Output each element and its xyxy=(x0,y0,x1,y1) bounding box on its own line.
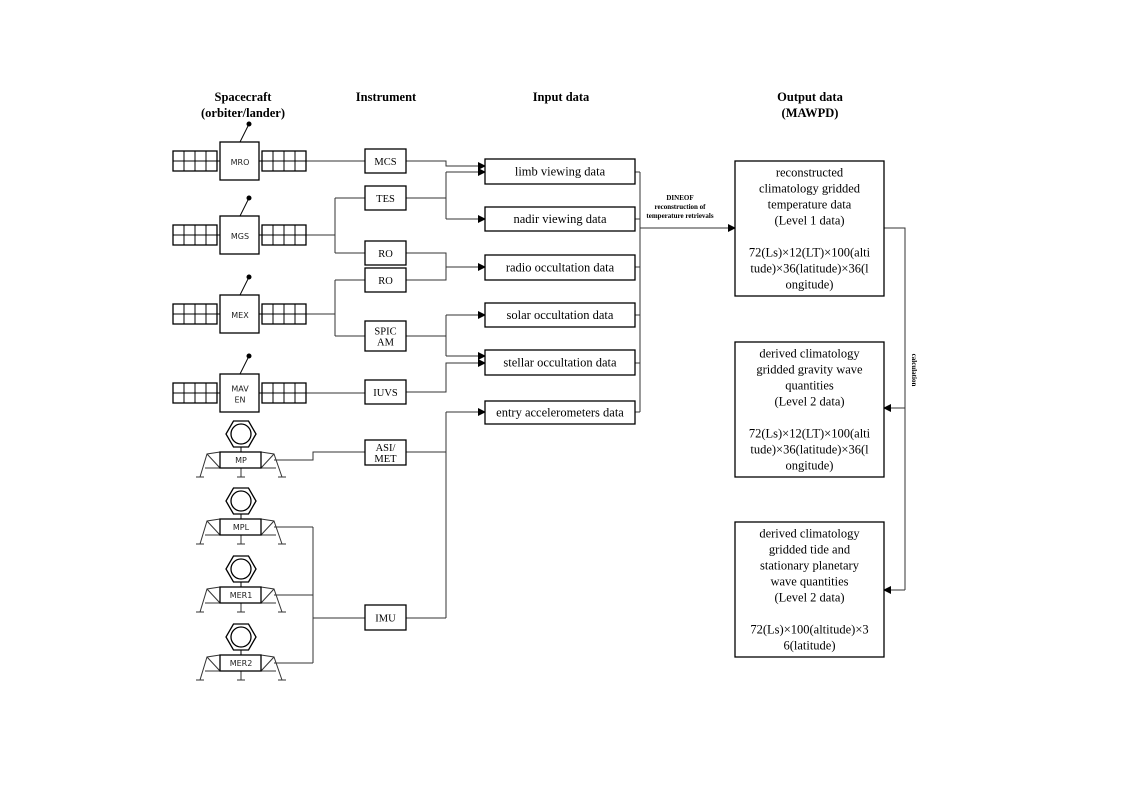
lander-body xyxy=(219,518,262,536)
output-data-box xyxy=(734,521,885,658)
input-data-box xyxy=(484,206,636,232)
output-data-label: climatology gridded xyxy=(759,182,861,196)
instrument-label: IMU xyxy=(375,614,396,625)
spacecraft-label: MPL xyxy=(233,523,250,532)
output-data-label: reconstructed xyxy=(776,166,844,180)
connector-lines xyxy=(274,160,906,664)
header-output-data: Output data xyxy=(777,90,843,104)
output-data-label: temperature data xyxy=(768,198,852,212)
instrument-label: IUVS xyxy=(373,388,398,399)
spacecraft-body xyxy=(219,215,260,255)
antenna-icon xyxy=(239,355,250,375)
input-data-label: limb viewing data xyxy=(515,165,606,179)
instrument-box xyxy=(364,185,407,211)
orbiter-mro xyxy=(172,121,307,181)
input-data-label: stellar occultation data xyxy=(503,356,617,370)
header-input-data: Input data xyxy=(533,90,590,104)
input-data-box xyxy=(484,302,636,328)
instrument-label: RO xyxy=(378,249,393,260)
output-data-label: (Level 1 data) xyxy=(774,214,844,228)
antenna-icon xyxy=(239,197,250,217)
header-output-data-sub: (MAWPD) xyxy=(782,106,839,120)
header-spacecraft-sub: (orbiter/lander) xyxy=(201,106,285,120)
calculation-label: calculation xyxy=(910,354,918,387)
spacecraft-body xyxy=(219,141,260,181)
antenna-icon xyxy=(239,123,250,143)
header-spacecraft: Spacecraft xyxy=(215,90,273,104)
lander-mer2: MER2 xyxy=(196,623,286,681)
orbiter-mgs xyxy=(172,195,307,255)
input-data-box xyxy=(484,400,636,425)
lander-body xyxy=(219,451,262,469)
output-data-label: tude)×36(latitude)×36(l xyxy=(750,443,869,457)
output-data-label: derived climatology xyxy=(759,527,860,541)
instrument-label: ASI/ xyxy=(376,443,396,454)
output-data-label: 72(Ls)×12(LT)×100(alti xyxy=(749,246,871,260)
instrument-label: RO xyxy=(378,276,393,287)
instrument-label: TES xyxy=(376,194,395,205)
instrument-box xyxy=(364,320,407,352)
lander-mpl: MPL xyxy=(196,487,286,545)
dineof-label-1: DINEOF xyxy=(666,194,693,202)
spacecraft-body xyxy=(219,294,260,334)
instrument-box xyxy=(364,604,407,631)
instrument-box xyxy=(364,267,407,293)
spacecraft-label: EN xyxy=(234,396,245,405)
spacecraft-label: MEX xyxy=(231,311,249,320)
output-data-label: 6(latitude) xyxy=(783,639,835,653)
spacecraft-label: MP xyxy=(235,456,247,465)
output-data-box xyxy=(734,341,885,478)
input-data-label: radio occultation data xyxy=(506,261,615,275)
lander-legs-icon xyxy=(196,518,286,545)
output-data-label: quantities xyxy=(785,379,834,393)
instrument-label: AM xyxy=(377,338,395,349)
lander-mp: MP xyxy=(196,420,286,478)
spacecraft-label: MAV xyxy=(231,385,249,394)
instrument-box xyxy=(364,240,407,266)
input-data-label: solar occultation data xyxy=(507,308,614,322)
lander-legs-icon xyxy=(196,654,286,681)
output-data-label: wave quantities xyxy=(770,575,848,589)
lander-legs-icon xyxy=(196,586,286,613)
instrument-box xyxy=(364,439,407,466)
input-data-label: nadir viewing data xyxy=(513,212,606,226)
output-data-label: stationary planetary xyxy=(760,559,860,573)
lander-body xyxy=(219,586,262,604)
input-data-box xyxy=(484,254,636,281)
output-data-label: ongitude) xyxy=(786,278,834,292)
output-data-label: 72(Ls)×100(altitude)×3 xyxy=(750,623,868,637)
spacecraft-label: MER2 xyxy=(230,659,253,668)
lander-legs-icon xyxy=(196,451,286,478)
instrument-box xyxy=(364,148,407,174)
output-data-label: derived climatology xyxy=(759,347,860,361)
output-data-label: tude)×36(latitude)×36(l xyxy=(750,262,869,276)
header-instrument: Instrument xyxy=(356,90,417,104)
spacecraft-label: MER1 xyxy=(230,591,253,600)
instrument-label: MET xyxy=(374,454,397,465)
output-data-label: gridded tide and xyxy=(769,543,851,557)
dineof-label-3: temperature retrievals xyxy=(646,212,713,220)
output-data-label: (Level 2 data) xyxy=(774,591,844,605)
spacecraft-label: MGS xyxy=(231,232,249,241)
output-data-label: ongitude) xyxy=(786,459,834,473)
spacecraft-body xyxy=(219,373,260,413)
input-data-label: entry accelerometers data xyxy=(496,406,624,420)
input-data-box xyxy=(484,349,636,376)
orbiter-mex xyxy=(172,274,307,334)
output-data-label: (Level 2 data) xyxy=(774,395,844,409)
instrument-label: SPIC xyxy=(374,327,396,338)
output-data-label: gridded gravity wave xyxy=(756,363,863,377)
orbiter-maven xyxy=(172,353,307,413)
lander-mer1: MER1 xyxy=(196,555,286,613)
instrument-box xyxy=(364,379,407,405)
dineof-label-2: reconstruction of xyxy=(655,203,707,211)
input-data-box xyxy=(484,158,636,185)
lander-body xyxy=(219,654,262,672)
output-data-box xyxy=(734,160,885,297)
antenna-icon xyxy=(239,276,250,296)
instrument-label: MCS xyxy=(374,157,396,168)
output-data-label: 72(Ls)×12(LT)×100(alti xyxy=(749,427,871,441)
spacecraft-label: MRO xyxy=(231,158,250,167)
